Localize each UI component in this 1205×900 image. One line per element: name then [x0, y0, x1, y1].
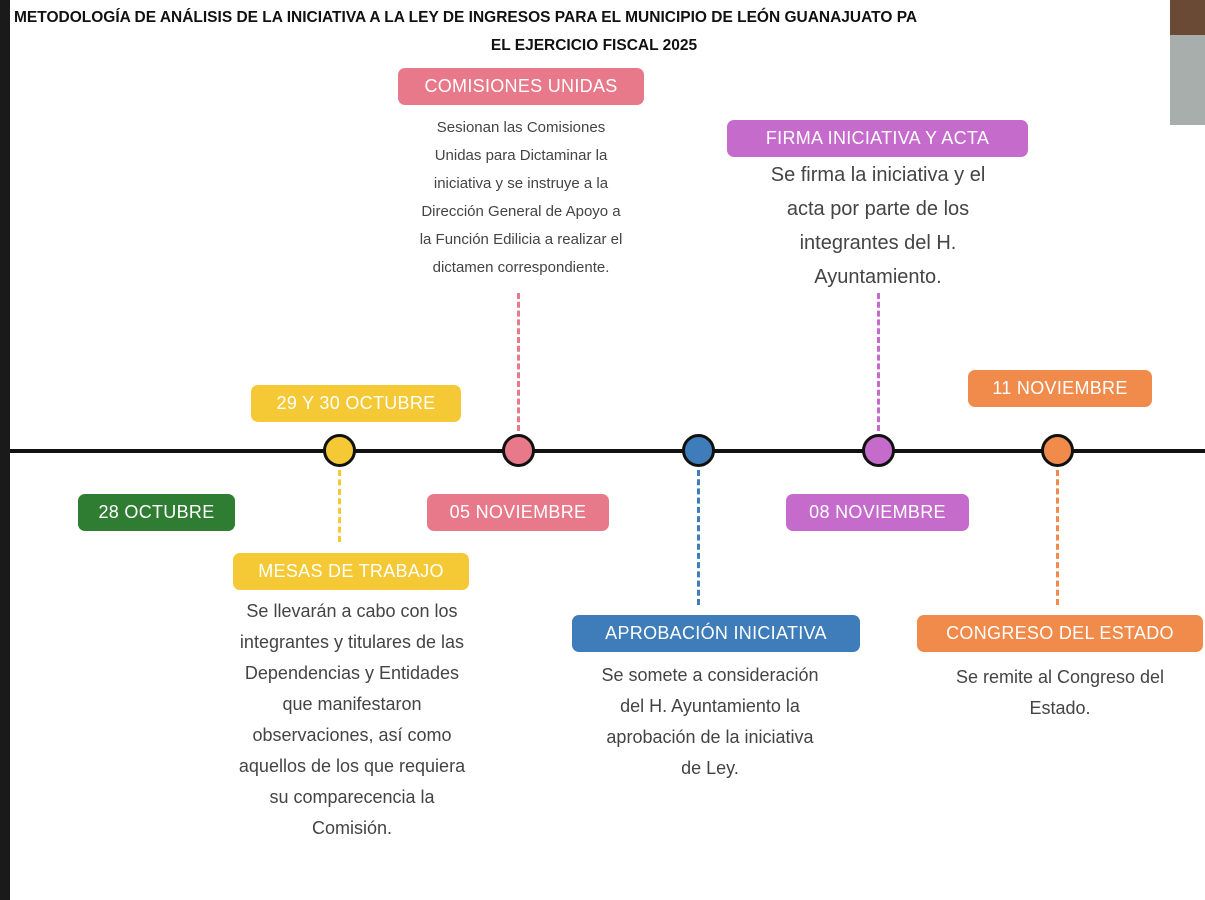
timeline-axis — [10, 449, 1205, 453]
heading-tag: COMISIONES UNIDAS — [398, 68, 644, 105]
text-line: dictamen correspondiente. — [432, 259, 610, 276]
text-line: de Ley. — [681, 758, 739, 778]
connector-comisiones — [517, 293, 520, 431]
text-line: Unidas para Dictaminar la — [434, 147, 608, 164]
text-line: Se llevarán a cabo con los — [246, 601, 458, 621]
text-line: Se firma la iniciativa y el — [770, 164, 986, 186]
text-line: aquellos de los que requiera — [238, 756, 466, 776]
heading-tag: FIRMA INICIATIVA Y ACTA — [727, 120, 1028, 157]
date-tag: 05 NOVIEMBRE — [427, 494, 609, 531]
text-line: Dirección General de Apoyo a — [421, 203, 621, 220]
description: Sesionan las Comisiones Unidas para Dict… — [420, 114, 623, 282]
date-tag: 29 Y 30 OCTUBRE — [251, 385, 461, 422]
description: Se remite al Congreso del Estado. — [956, 662, 1164, 724]
description: Se llevarán a cabo con los integrantes y… — [239, 596, 465, 844]
text-line: la Función Edilicia a realizar el — [419, 231, 623, 248]
date-tag: 11 NOVIEMBRE — [968, 370, 1152, 407]
text-line: que manifestaron — [282, 694, 422, 714]
text-line: integrantes del H. — [799, 232, 957, 254]
description: Se somete a consideración del H. Ayuntam… — [601, 660, 818, 784]
connector-mesas — [338, 470, 341, 542]
milestone-dot-purple — [862, 434, 895, 467]
title-line-1: METODOLOGÍA DE ANÁLISIS DE LA INICIATIVA… — [14, 9, 918, 26]
connector-aprobacion — [697, 470, 700, 605]
milestone-dot-orange — [1041, 434, 1074, 467]
text-line: acta por parte de los — [786, 198, 970, 220]
description: Se firma la iniciativa y el acta por par… — [771, 158, 986, 294]
heading-tag: MESAS DE TRABAJO — [233, 553, 469, 590]
text-line: Comisión. — [311, 818, 393, 838]
text-line: Se somete a consideración — [601, 665, 819, 685]
text-line: aprobación de la iniciativa — [606, 727, 814, 747]
heading-tag: APROBACIÓN INICIATIVA — [572, 615, 860, 652]
page-title: METODOLOGÍA DE ANÁLISIS DE LA INICIATIVA… — [14, 4, 1174, 60]
text-line: Ayuntamiento. — [814, 266, 942, 288]
connector-firma — [877, 293, 880, 431]
text-line: observaciones, así como — [252, 725, 452, 745]
milestone-dot-yellow — [323, 434, 356, 467]
text-line: Sesionan las Comisiones — [436, 119, 606, 136]
text-line: su comparecencia la — [269, 787, 435, 807]
connector-congreso — [1056, 470, 1059, 605]
milestone-dot-pink — [502, 434, 535, 467]
text-line: integrantes y titulares de las — [239, 632, 465, 652]
video-thumbnail — [1170, 0, 1205, 125]
left-edge-bar — [0, 0, 10, 900]
title-line-2: EL EJERCICIO FISCAL 2025 — [490, 37, 698, 54]
date-tag: 08 NOVIEMBRE — [786, 494, 969, 531]
text-line: Estado. — [1029, 698, 1091, 718]
heading-tag: CONGRESO DEL ESTADO — [917, 615, 1203, 652]
text-line: iniciativa y se instruye a la — [433, 175, 609, 192]
text-line: Se remite al Congreso del — [955, 667, 1165, 687]
milestone-dot-blue — [682, 434, 715, 467]
date-tag: 28 OCTUBRE — [78, 494, 235, 531]
text-line: del H. Ayuntamiento la — [620, 696, 800, 716]
text-line: Dependencias y Entidades — [244, 663, 460, 683]
